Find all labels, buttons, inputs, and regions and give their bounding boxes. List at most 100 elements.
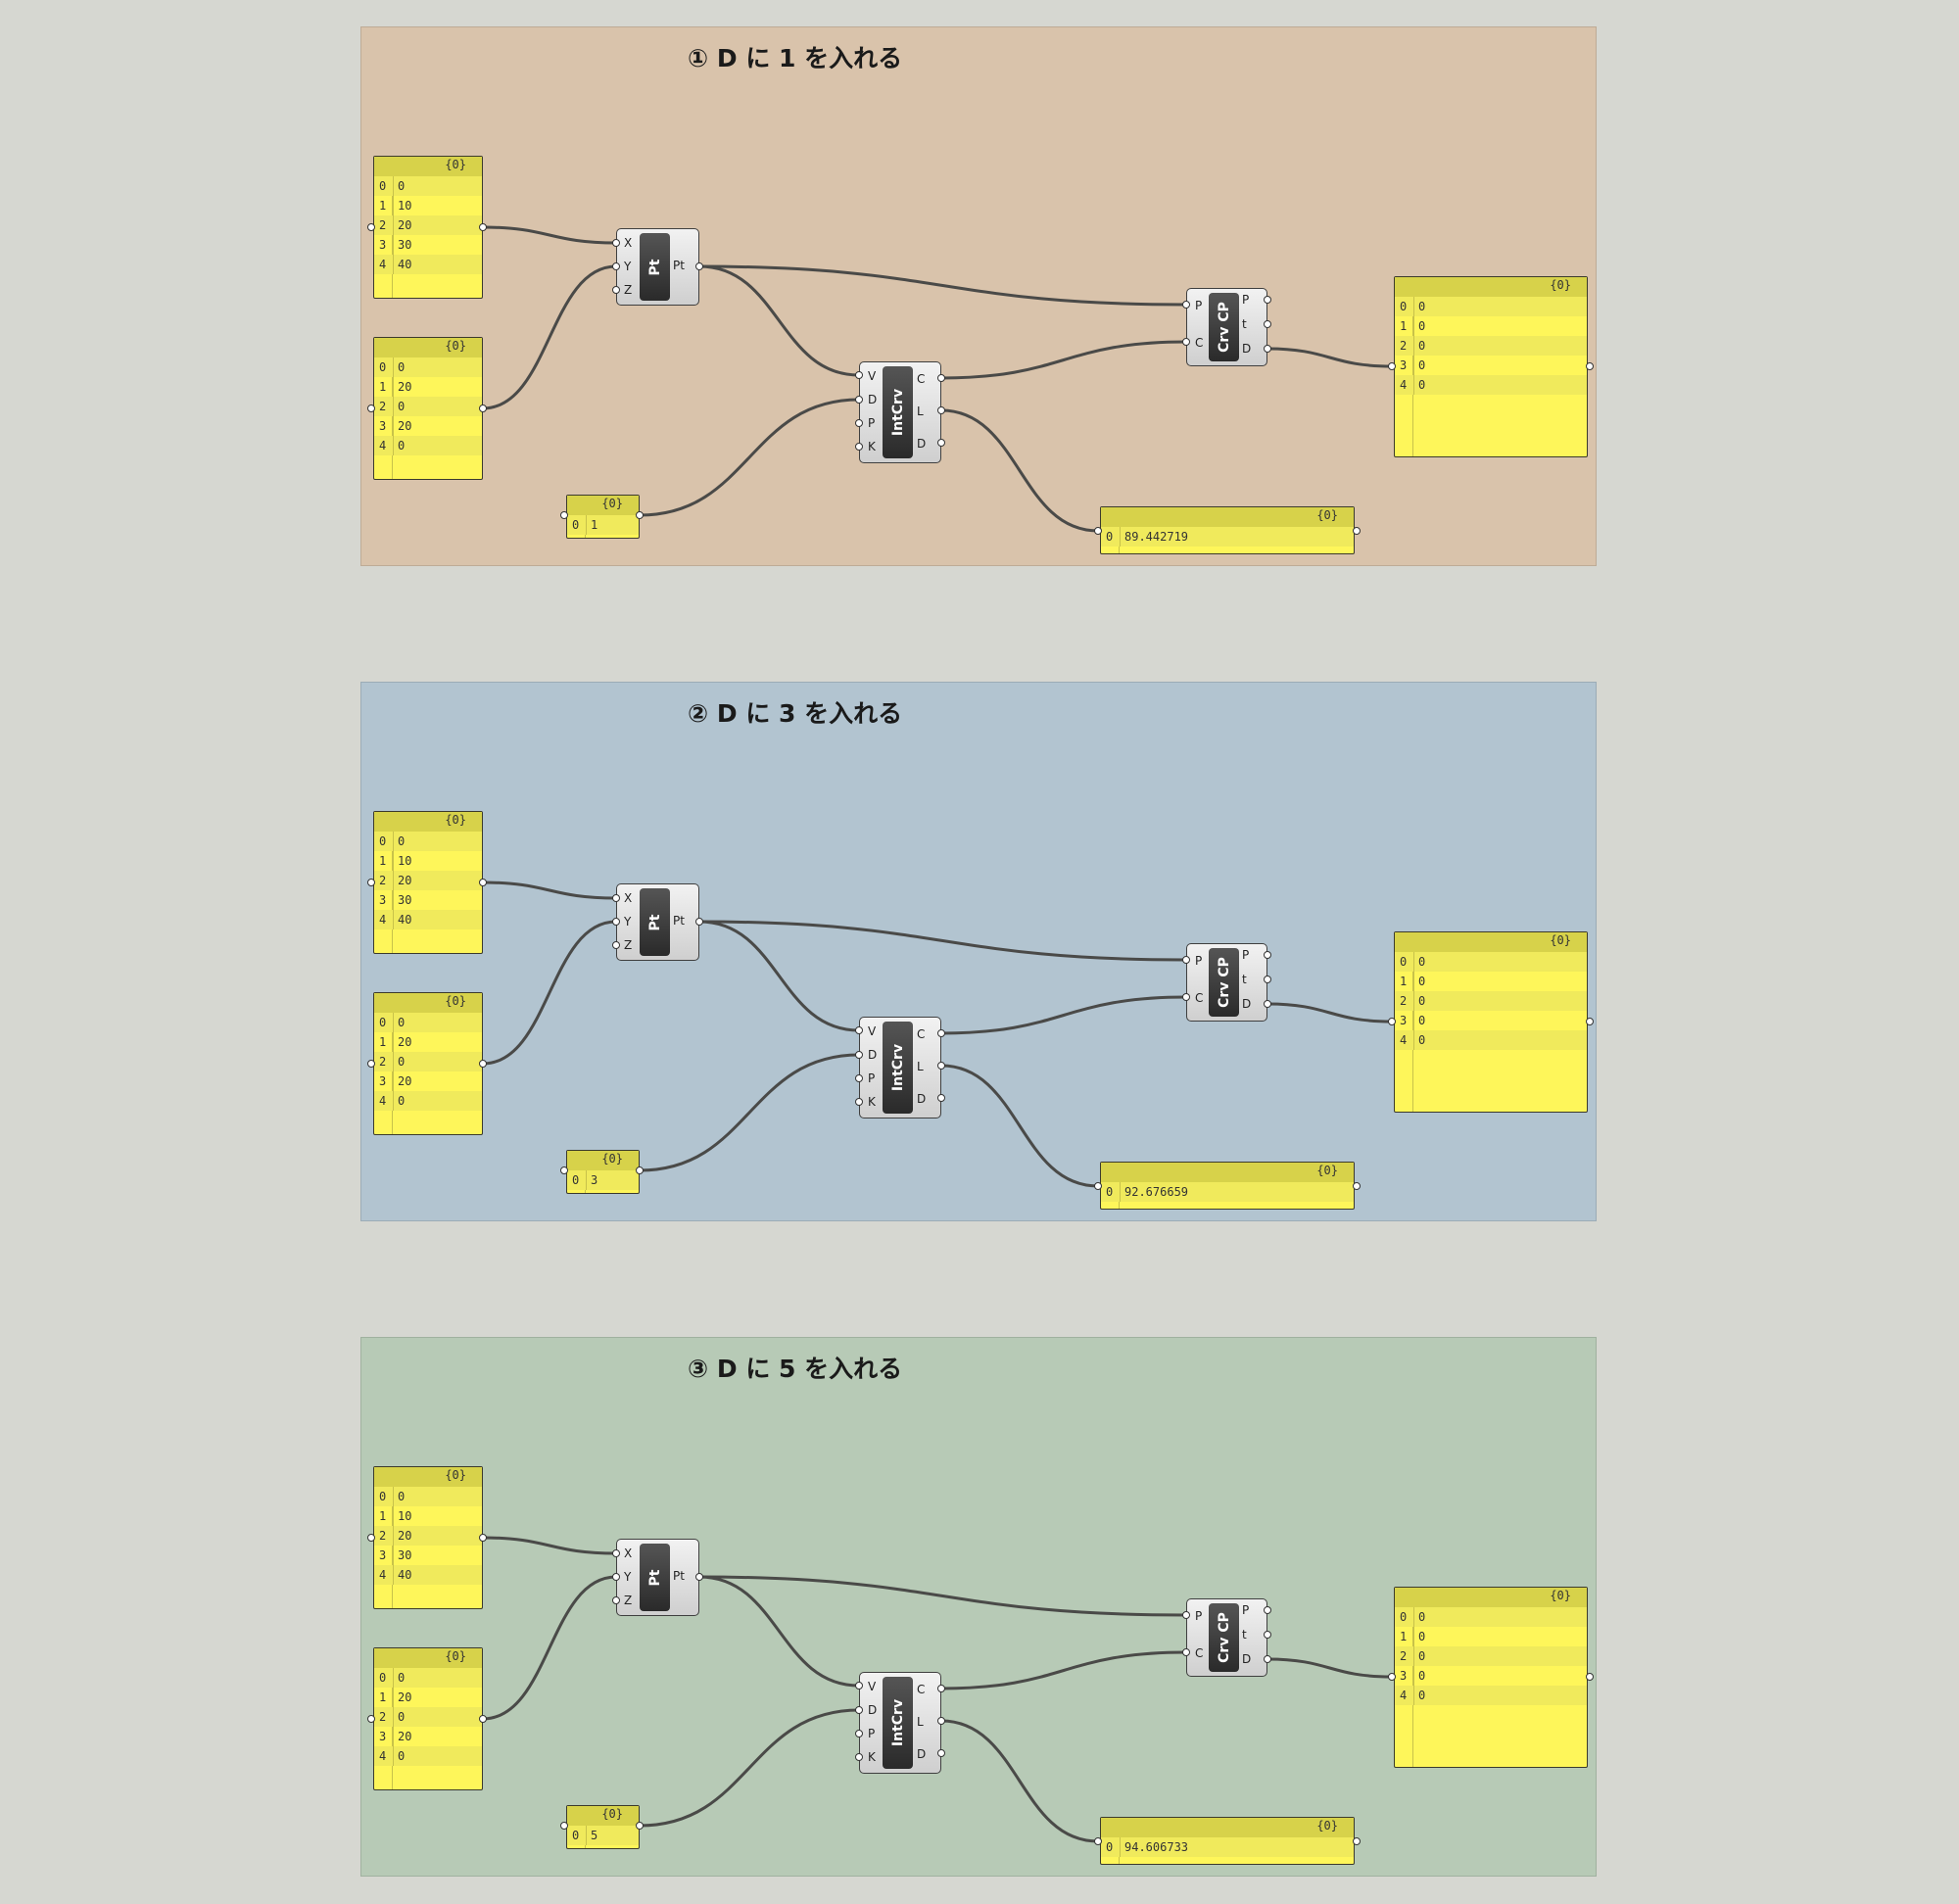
- interpolate-curve-component[interactable]: IntCrv: [859, 361, 941, 463]
- curve-closest-point-component[interactable]: Crv CP: [1186, 1598, 1267, 1677]
- crvcp-output-d[interactable]: [1264, 1000, 1271, 1008]
- pt-input-z[interactable]: [612, 941, 620, 949]
- x-panel-output[interactable]: [479, 879, 487, 886]
- intcrv-input-k[interactable]: [855, 1098, 863, 1106]
- intcrv-output-l[interactable]: [937, 1062, 945, 1070]
- crvcp-input-c[interactable]: [1182, 1648, 1190, 1656]
- intcrv-input-v[interactable]: [855, 371, 863, 379]
- intcrv-output-l[interactable]: [937, 406, 945, 414]
- x-panel-output[interactable]: [479, 1534, 487, 1542]
- pt-output[interactable]: [695, 262, 703, 270]
- crvcp-output-t[interactable]: [1264, 976, 1271, 983]
- curve-closest-point-component[interactable]: Crv CP: [1186, 288, 1267, 366]
- intcrv-output-l[interactable]: [937, 1717, 945, 1725]
- intcrv-input-d[interactable]: [855, 396, 863, 404]
- crvcp-output-p[interactable]: [1264, 1606, 1271, 1614]
- crvcp-input-p[interactable]: [1182, 301, 1190, 309]
- degree-panel-input[interactable]: [560, 1166, 568, 1174]
- degree-panel-input[interactable]: [560, 511, 568, 519]
- x-panel-input[interactable]: [367, 1534, 375, 1542]
- pt-input-x[interactable]: [612, 239, 620, 247]
- intcrv-output-c[interactable]: [937, 1029, 945, 1037]
- distance-panel-output[interactable]: [1586, 1673, 1594, 1681]
- intcrv-input-k[interactable]: [855, 1753, 863, 1761]
- pt-input-x[interactable]: [612, 1549, 620, 1557]
- x-panel-input[interactable]: [367, 879, 375, 886]
- distance-panel-output[interactable]: [1586, 362, 1594, 370]
- intcrv-input-v[interactable]: [855, 1682, 863, 1690]
- y-panel-input[interactable]: [367, 1060, 375, 1068]
- distance-panel-output[interactable]: [1586, 1018, 1594, 1025]
- length-panel-output[interactable]: [1353, 1182, 1361, 1190]
- intcrv-output-d[interactable]: [937, 1094, 945, 1102]
- distance-panel-input[interactable]: [1388, 1018, 1396, 1025]
- construct-point-component[interactable]: Pt: [616, 883, 699, 961]
- x-panel-output[interactable]: [479, 223, 487, 231]
- crvcp-output-p[interactable]: [1264, 296, 1271, 304]
- length-panel-input[interactable]: [1094, 1837, 1102, 1845]
- pt-output[interactable]: [695, 918, 703, 926]
- pt-output[interactable]: [695, 1573, 703, 1581]
- intcrv-output-d[interactable]: [937, 439, 945, 447]
- pt-input-z[interactable]: [612, 286, 620, 294]
- degree-panel-output[interactable]: [636, 511, 644, 519]
- x-panel-input[interactable]: [367, 223, 375, 231]
- degree-panel-input[interactable]: [560, 1822, 568, 1830]
- pt-input-x[interactable]: [612, 894, 620, 902]
- crvcp-input-p[interactable]: [1182, 956, 1190, 964]
- y-panel-output[interactable]: [479, 1060, 487, 1068]
- crvcp-output-p[interactable]: [1264, 951, 1271, 959]
- intcrv-input-v[interactable]: [855, 1026, 863, 1034]
- distance-panel-input[interactable]: [1388, 362, 1396, 370]
- intcrv-output-d[interactable]: [937, 1749, 945, 1757]
- crvcp-output-t[interactable]: [1264, 320, 1271, 328]
- degree-panel-output[interactable]: [636, 1166, 644, 1174]
- pt-input-y[interactable]: [612, 1573, 620, 1581]
- construct-point-component[interactable]: Pt: [616, 228, 699, 306]
- crvcp-input-c[interactable]: [1182, 993, 1190, 1001]
- pt-input-z[interactable]: [612, 1596, 620, 1604]
- crvcp-output-d[interactable]: [1264, 1655, 1271, 1663]
- crvcp-output-t[interactable]: [1264, 1631, 1271, 1639]
- crvcp-input-p[interactable]: [1182, 1611, 1190, 1619]
- intcrv-input-p[interactable]: [855, 1074, 863, 1082]
- intcrv-input-p[interactable]: [855, 1730, 863, 1737]
- length-panel-output[interactable]: [1353, 527, 1361, 535]
- pt-input-y[interactable]: [612, 262, 620, 270]
- pt-input-y[interactable]: [612, 918, 620, 926]
- intcrv-output-c[interactable]: [937, 1685, 945, 1692]
- intcrv-input-p[interactable]: [855, 419, 863, 427]
- y-panel-output[interactable]: [479, 1715, 487, 1723]
- length-panel-output[interactable]: [1353, 1837, 1361, 1845]
- length-panel-input[interactable]: [1094, 1182, 1102, 1190]
- degree-panel-output[interactable]: [636, 1822, 644, 1830]
- intcrv-input-d[interactable]: [855, 1706, 863, 1714]
- intcrv-input-k[interactable]: [855, 443, 863, 451]
- distance-panel-input[interactable]: [1388, 1673, 1396, 1681]
- y-panel-input[interactable]: [367, 405, 375, 412]
- crvcp-output-d[interactable]: [1264, 345, 1271, 353]
- y-panel-input[interactable]: [367, 1715, 375, 1723]
- intcrv-output-c[interactable]: [937, 374, 945, 382]
- length-panel-input[interactable]: [1094, 527, 1102, 535]
- intcrv-input-d[interactable]: [855, 1051, 863, 1059]
- crvcp-input-c[interactable]: [1182, 338, 1190, 346]
